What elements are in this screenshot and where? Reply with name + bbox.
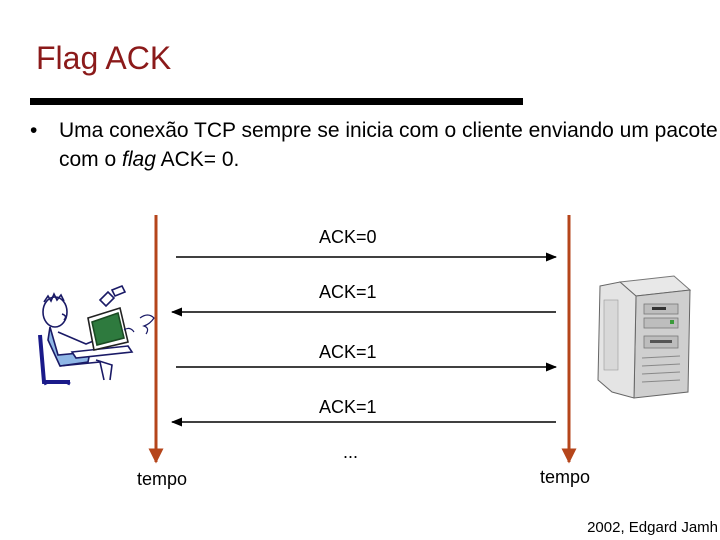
footer-credit: 2002, Edgard Jamh	[587, 519, 718, 536]
server-tower-icon	[597, 275, 692, 399]
person-at-computer-icon	[38, 284, 155, 386]
bullet-text-part-2: ACK= 0.	[155, 148, 240, 171]
ellipsis-label: ...	[343, 442, 359, 462]
bullet-text-part-1: Uma conexão TCP sempre se inicia com o c…	[59, 119, 718, 171]
bullet-text: Uma conexão TCP sempre se inicia com o c…	[59, 116, 719, 174]
title-underline	[30, 98, 523, 105]
message-label-2: ACK=1	[319, 282, 377, 302]
time-label-client: tempo	[137, 469, 188, 489]
message-label-1: ACK=0	[319, 227, 377, 247]
bullet-marker: •	[30, 119, 38, 142]
bullet-flag-word: flag	[122, 148, 156, 171]
time-label-server: tempo	[540, 467, 591, 487]
message-label-4: ACK=1	[319, 397, 377, 417]
slide-title: Flag ACK	[36, 40, 172, 76]
message-label-3: ACK=1	[319, 342, 377, 362]
